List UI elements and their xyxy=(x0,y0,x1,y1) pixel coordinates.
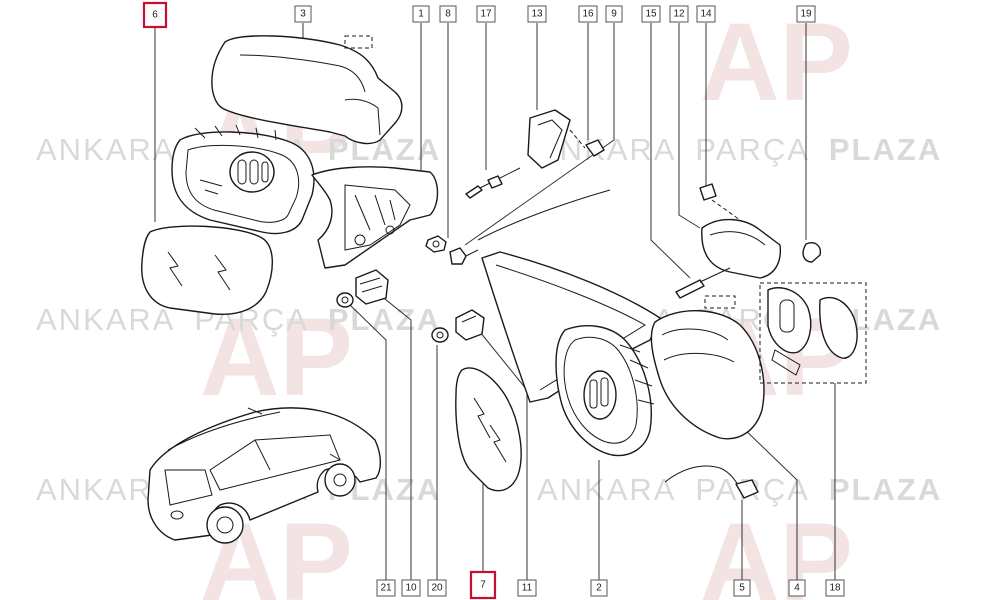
callout-12[interactable]: 12 xyxy=(669,5,689,23)
leader-21 xyxy=(349,304,387,580)
svg-text:16: 16 xyxy=(582,9,594,20)
mirror-outer-shell xyxy=(650,295,765,440)
svg-text:12: 12 xyxy=(673,9,685,20)
svg-text:8: 8 xyxy=(445,9,451,20)
car-outline xyxy=(147,407,382,544)
svg-text:17: 17 xyxy=(480,9,492,20)
callout-1[interactable]: 1 xyxy=(412,5,430,23)
callout-10[interactable]: 10 xyxy=(401,579,421,597)
svg-text:6: 6 xyxy=(152,10,158,21)
callout-11[interactable]: 11 xyxy=(517,579,537,597)
callout-20[interactable]: 20 xyxy=(427,579,447,597)
callout-4[interactable]: 4 xyxy=(788,579,806,597)
svg-text:14: 14 xyxy=(700,9,712,20)
svg-text:3: 3 xyxy=(300,9,306,20)
svg-text:1: 1 xyxy=(418,9,424,20)
callout-7[interactable]: 7 xyxy=(469,570,497,600)
small-fasteners xyxy=(425,167,611,265)
mirror-motor-housing xyxy=(555,325,655,457)
callout-19[interactable]: 19 xyxy=(796,5,816,23)
callout-16[interactable]: 16 xyxy=(578,5,598,23)
svg-text:7: 7 xyxy=(480,580,486,591)
callout-2[interactable]: 2 xyxy=(590,579,608,597)
leader-lines xyxy=(154,23,836,580)
svg-text:11: 11 xyxy=(522,583,533,594)
svg-text:21: 21 xyxy=(380,583,392,594)
mirror-cover-cap xyxy=(211,35,403,145)
watermark-logo: AP xyxy=(700,1,853,124)
callout-21[interactable]: 21 xyxy=(376,579,396,597)
callout-8[interactable]: 8 xyxy=(439,5,457,23)
mirror-frame-assembly xyxy=(171,124,439,269)
svg-text:9: 9 xyxy=(611,9,617,20)
wire-harness xyxy=(664,465,759,499)
callout-top-row: 6 3 1 8 17 13 16 9 xyxy=(142,1,816,29)
callout-3[interactable]: 3 xyxy=(294,5,312,23)
svg-text:2: 2 xyxy=(596,583,602,594)
cover-bracket xyxy=(699,183,822,279)
svg-text:18: 18 xyxy=(829,583,841,594)
leader-15 xyxy=(650,23,691,279)
leader-4 xyxy=(739,424,798,580)
svg-text:10: 10 xyxy=(405,583,417,594)
callout-14[interactable]: 14 xyxy=(696,5,716,23)
svg-text:20: 20 xyxy=(431,583,443,594)
callout-13[interactable]: 13 xyxy=(527,5,547,23)
svg-text:15: 15 xyxy=(645,9,657,20)
leader-9 xyxy=(464,23,615,246)
svg-text:13: 13 xyxy=(531,9,543,20)
indicator-lamp-kit xyxy=(759,282,867,384)
svg-text:19: 19 xyxy=(800,9,812,20)
callout-bottom-row: 21 10 20 7 11 2 5 4 xyxy=(376,570,845,600)
retaining-clip xyxy=(527,109,605,169)
callout-15[interactable]: 15 xyxy=(641,5,661,23)
mirror-glass-left xyxy=(141,225,273,315)
svg-text:5: 5 xyxy=(739,583,745,594)
mirror-glass-center[interactable] xyxy=(455,367,522,492)
shell-screw xyxy=(675,267,731,299)
svg-text:4: 4 xyxy=(794,583,800,594)
callout-9[interactable]: 9 xyxy=(605,5,623,23)
watermark-row: ANKARA PARÇA PLAZA xyxy=(537,472,942,507)
connectors-washers xyxy=(336,269,485,343)
callout-5[interactable]: 5 xyxy=(733,579,751,597)
leader-10 xyxy=(379,294,412,580)
callout-17[interactable]: 17 xyxy=(476,5,496,23)
leader-12 xyxy=(678,23,701,229)
watermark-logo: AP xyxy=(200,296,353,419)
callout-18[interactable]: 18 xyxy=(825,579,845,597)
callout-6[interactable]: 6 xyxy=(142,1,168,29)
